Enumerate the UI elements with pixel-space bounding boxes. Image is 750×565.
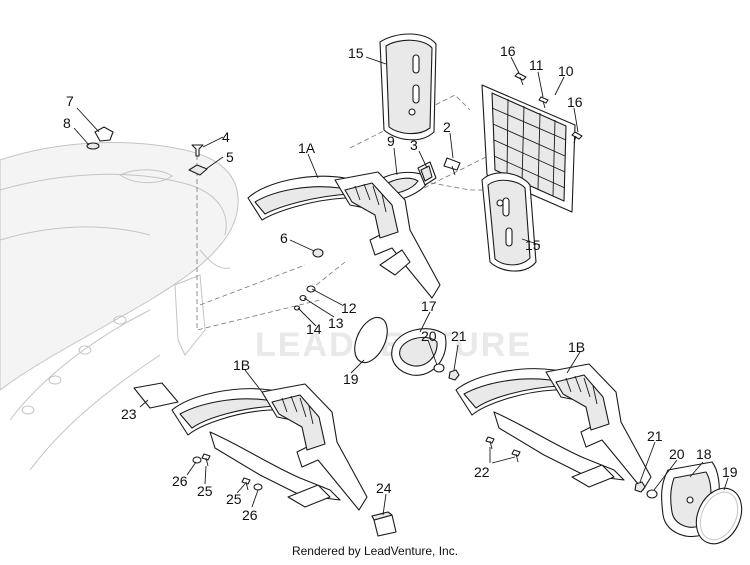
callout-21-left: 21 bbox=[451, 328, 467, 344]
callout-24: 24 bbox=[376, 480, 392, 496]
part-19-reflector-right bbox=[695, 487, 743, 545]
callout-3: 3 bbox=[410, 137, 418, 153]
callout-12: 12 bbox=[341, 300, 357, 316]
part-24-bumper bbox=[371, 511, 397, 537]
callout-7: 7 bbox=[66, 93, 74, 109]
callout-14: 14 bbox=[306, 321, 322, 337]
callout-16-right: 16 bbox=[567, 94, 583, 110]
part-23-cover bbox=[133, 382, 179, 409]
part-1B-bracket-left bbox=[171, 383, 368, 511]
callout-13: 13 bbox=[328, 315, 344, 331]
callout-leader-lines bbox=[73, 56, 729, 516]
callout-25-left: 25 bbox=[197, 483, 213, 499]
part-2-bolt bbox=[443, 157, 461, 176]
callout-16-top: 16 bbox=[500, 43, 516, 59]
part-3-clip bbox=[417, 161, 437, 186]
callout-9: 9 bbox=[387, 133, 395, 149]
callout-10: 10 bbox=[558, 63, 574, 79]
part-4-5-screw-nut bbox=[188, 144, 208, 176]
callout-20-right: 20 bbox=[669, 446, 685, 462]
part-12-13-14-fasteners bbox=[293, 285, 316, 311]
part-6-grommet bbox=[312, 248, 324, 258]
callout-26-right: 26 bbox=[242, 507, 258, 523]
part-17-reflector-housing bbox=[391, 328, 447, 376]
part-20-21-washer-nut-left bbox=[433, 363, 460, 381]
part-1A-main-bracket bbox=[247, 171, 441, 299]
callout-1B-left: 1B bbox=[233, 357, 250, 373]
callout-21-right: 21 bbox=[647, 428, 663, 444]
render-credit: Rendered by LeadVenture, Inc. bbox=[291, 544, 459, 558]
callout-17: 17 bbox=[421, 298, 437, 314]
callout-22: 22 bbox=[474, 464, 490, 480]
callout-23: 23 bbox=[121, 406, 137, 422]
callout-15-upper: 15 bbox=[348, 45, 364, 61]
callout-18: 18 bbox=[696, 446, 712, 462]
callout-1B-right: 1B bbox=[568, 339, 585, 355]
callout-4: 4 bbox=[222, 129, 230, 145]
callout-15-lower: 15 bbox=[525, 237, 541, 253]
callout-25-right: 25 bbox=[226, 491, 242, 507]
assembly-dashed-lines bbox=[196, 94, 515, 331]
part-19-reflector-left bbox=[354, 316, 388, 364]
callout-2: 2 bbox=[443, 119, 451, 135]
part-16-11-screws bbox=[514, 72, 583, 144]
part-1B-bracket-right bbox=[455, 363, 652, 491]
callout-8: 8 bbox=[63, 115, 71, 131]
callout-5: 5 bbox=[226, 149, 234, 165]
callout-19-left: 19 bbox=[343, 371, 359, 387]
part-22-screws bbox=[485, 436, 521, 463]
callout-labels: 7 8 4 5 15 16 11 10 16 9 3 2 1A 6 15 12 … bbox=[63, 43, 738, 523]
callout-6: 6 bbox=[280, 230, 288, 246]
part-15-lower-plate bbox=[481, 172, 537, 272]
callout-19-right: 19 bbox=[722, 464, 738, 480]
part-15-upper-plate bbox=[379, 33, 437, 141]
callout-11: 11 bbox=[529, 57, 544, 73]
callout-1A: 1A bbox=[298, 140, 316, 156]
callout-20-left: 20 bbox=[421, 328, 437, 344]
part-25-26-screws-left bbox=[192, 453, 263, 491]
part-7-8-clip bbox=[86, 126, 114, 150]
callout-26-left: 26 bbox=[172, 473, 188, 489]
body-ghost-outline bbox=[0, 142, 239, 471]
part-20-21-washer-nut-right bbox=[634, 481, 658, 499]
